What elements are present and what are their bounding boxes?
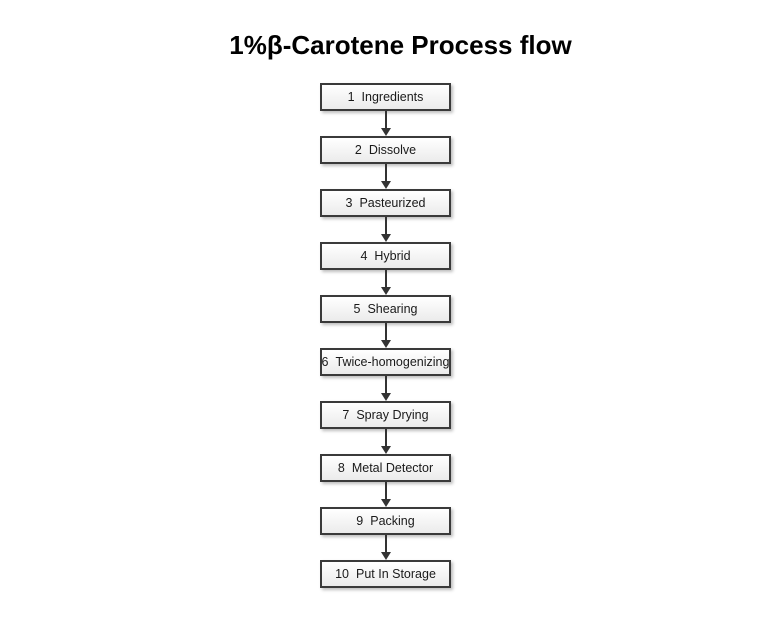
process-step-box: 8 Metal Detector <box>320 454 451 482</box>
arrow-head-icon <box>380 234 391 242</box>
arrow-stem <box>384 270 387 287</box>
step-label: Twice-homogenizing <box>335 355 450 369</box>
process-step-box: 4 Hybrid <box>320 242 451 270</box>
process-step-box: 3 Pasteurized <box>320 189 451 217</box>
flow-step: 4 Hybrid <box>320 242 451 295</box>
arrow-stem <box>384 111 387 128</box>
flow-step: 3 Pasteurized <box>320 189 451 242</box>
step-number: 4 <box>360 249 368 263</box>
step-label: Packing <box>370 514 415 528</box>
process-step-box: 9 Packing <box>320 507 451 535</box>
arrow-stem <box>384 217 387 234</box>
process-step-box: 6 Twice-homogenizing <box>320 348 451 376</box>
step-label: Spray Drying <box>356 408 429 422</box>
arrow-head-icon <box>380 393 391 401</box>
step-label: Pasteurized <box>359 196 426 210</box>
flow-step: 9 Packing <box>320 507 451 560</box>
step-label: Shearing <box>367 302 418 316</box>
step-label: Ingredients <box>361 90 424 104</box>
arrow-stem <box>384 429 387 446</box>
process-step-box: 7 Spray Drying <box>320 401 451 429</box>
step-label: Put In Storage <box>355 567 436 581</box>
arrow-head-icon <box>380 340 391 348</box>
down-arrow <box>320 270 451 295</box>
down-arrow <box>320 323 451 348</box>
arrow-stem <box>384 164 387 181</box>
arrow-head-icon <box>380 446 391 454</box>
arrow-stem <box>384 482 387 499</box>
flow-step: 7 Spray Drying <box>320 401 451 454</box>
step-number: 3 <box>345 196 353 210</box>
step-number: 9 <box>356 514 364 528</box>
flow-step: 1 Ingredients <box>320 83 451 136</box>
step-number: 1 <box>347 90 355 104</box>
step-number: 10 <box>335 567 349 581</box>
arrow-head-icon <box>380 499 391 507</box>
step-number: 6 <box>321 355 329 369</box>
flow-step: 2 Dissolve <box>320 136 451 189</box>
step-label: Dissolve <box>368 143 417 157</box>
arrow-stem <box>384 323 387 340</box>
page-title: 1%β-Carotene Process flow <box>229 30 572 60</box>
down-arrow <box>320 164 451 189</box>
flow-step: 8 Metal Detector <box>320 454 451 507</box>
step-label: Hybrid <box>374 249 411 263</box>
flow-step: 5 Shearing <box>320 295 451 348</box>
arrow-stem <box>384 376 387 393</box>
step-number: 8 <box>337 461 345 475</box>
arrow-head-icon <box>380 128 391 136</box>
process-step-box: 5 Shearing <box>320 295 451 323</box>
step-number: 7 <box>342 408 350 422</box>
arrow-head-icon <box>380 287 391 295</box>
down-arrow <box>320 217 451 242</box>
down-arrow <box>320 482 451 507</box>
down-arrow <box>320 535 451 560</box>
down-arrow <box>320 429 451 454</box>
process-flow: 1 Ingredients 2 Dissolve 3 Pasteurized 4 <box>320 83 451 588</box>
down-arrow <box>320 111 451 136</box>
arrow-head-icon <box>380 181 391 189</box>
process-step-box: 10 Put In Storage <box>320 560 451 588</box>
flow-step: 10 Put In Storage <box>320 560 451 588</box>
flow-step: 6 Twice-homogenizing <box>320 348 451 401</box>
process-step-box: 1 Ingredients <box>320 83 451 111</box>
step-number: 2 <box>354 143 362 157</box>
step-label: Metal Detector <box>351 461 434 475</box>
down-arrow <box>320 376 451 401</box>
arrow-stem <box>384 535 387 552</box>
step-number: 5 <box>353 302 361 316</box>
arrow-head-icon <box>380 552 391 560</box>
process-step-box: 2 Dissolve <box>320 136 451 164</box>
